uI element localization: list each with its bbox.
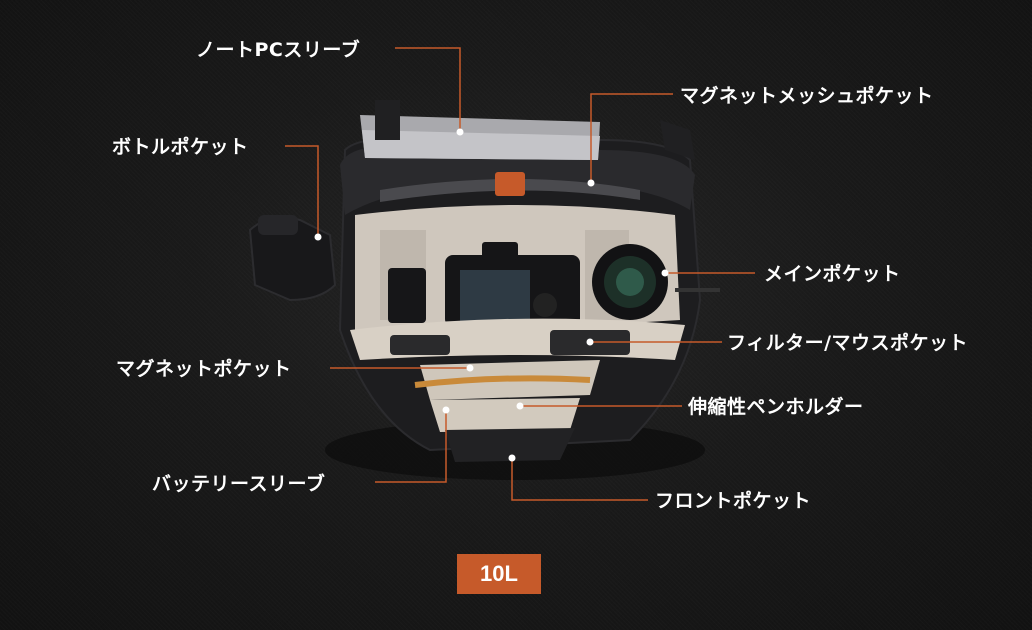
label-laptop-sleeve: ノートPCスリーブ [196,39,361,61]
capacity-badge: 10L [457,554,541,594]
label-magnet-pocket: マグネットポケット [116,358,292,380]
label-battery-sleeve: バッテリースリーブ [152,473,326,495]
label-main-pocket: メインポケット [764,263,901,285]
label-front-pocket: フロントポケット [655,490,812,512]
label-bottle-pocket: ボトルポケット [112,136,249,158]
label-filter-mouse-pocket: フィルター/マウスポケット [727,332,969,354]
label-magnet-mesh-pocket: マグネットメッシュポケット [680,85,934,107]
label-elastic-pen-holder: 伸縮性ペンホルダー [688,396,864,418]
